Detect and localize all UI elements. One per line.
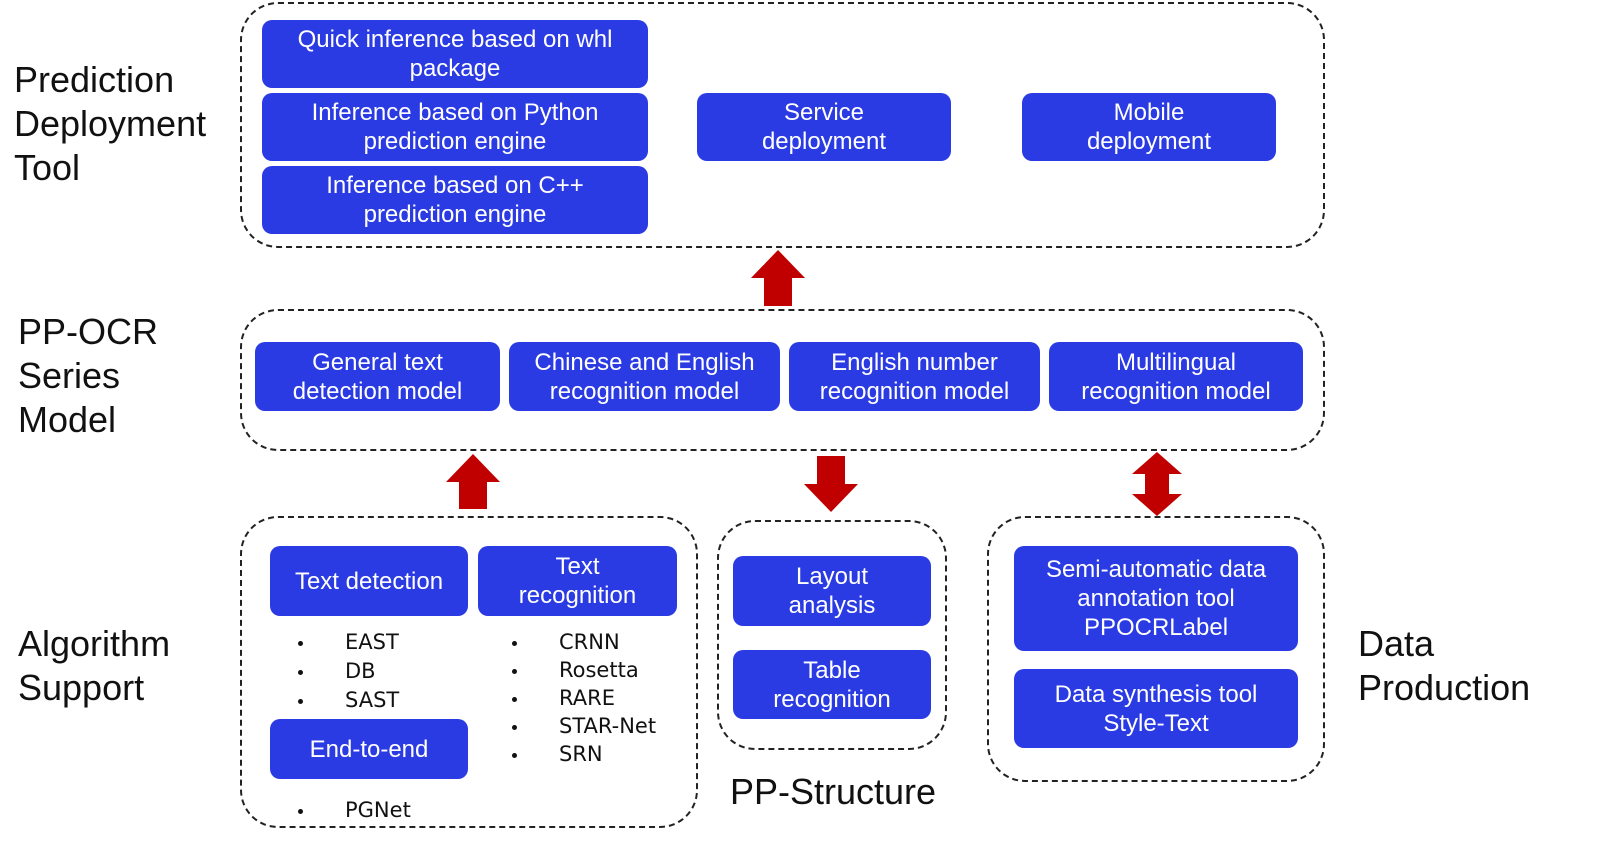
arrow-down-to-structure-icon: [804, 456, 858, 512]
box-text-recognition: Text recognition: [478, 546, 677, 616]
box-inference-cpp: Inference based on C++ prediction engine: [262, 166, 648, 234]
list-end-to-end-algorithms: PGNet: [255, 796, 411, 825]
box-english-number-recognition-model: English number recognition model: [789, 342, 1040, 411]
group-data-production: [987, 516, 1325, 782]
caption-pp-structure: PP-Structure: [730, 771, 937, 812]
list-recognition-algorithms: CRNN Rosetta RARE STAR-Net SRN: [469, 628, 656, 768]
label-data-production: Data Production: [1358, 623, 1531, 708]
list-detection-algorithms: EAST DB SAST: [255, 628, 399, 715]
label-ppocr-series-model: PP-OCR Series Model: [18, 311, 159, 440]
arrow-bidirectional-data-icon: [1132, 452, 1182, 516]
box-chinese-english-recognition-model: Chinese and English recognition model: [509, 342, 780, 411]
label-algorithm-support: Algorithm Support: [18, 623, 171, 708]
group-ppocr-series: [240, 309, 1325, 451]
group-prediction-deployment: [240, 2, 1325, 248]
group-algorithm-support: [240, 516, 698, 828]
list-item: RARE: [529, 684, 656, 712]
arrow-up-to-deployment-icon: [751, 250, 805, 306]
box-ppocrlabel: Semi-automatic data annotation tool PPOC…: [1014, 546, 1298, 651]
box-table-recognition: Table recognition: [733, 650, 931, 719]
group-pp-structure: [717, 520, 947, 750]
list-item: DB: [315, 657, 399, 686]
list-item: PGNet: [315, 796, 411, 825]
box-multilingual-recognition-model: Multilingual recognition model: [1049, 342, 1303, 411]
box-general-text-detection-model: General text detection model: [255, 342, 500, 411]
list-item: Rosetta: [529, 656, 656, 684]
list-item: STAR-Net: [529, 712, 656, 740]
list-item: SAST: [315, 686, 399, 715]
box-quick-inference-whl: Quick inference based on whl package: [262, 20, 648, 88]
arrow-up-to-ppocr-icon: [446, 454, 500, 509]
box-inference-python: Inference based on Python prediction eng…: [262, 93, 648, 161]
list-item: SRN: [529, 740, 656, 768]
list-item: CRNN: [529, 628, 656, 656]
box-mobile-deployment: Mobile deployment: [1022, 93, 1276, 161]
list-item: EAST: [315, 628, 399, 657]
box-service-deployment: Service deployment: [697, 93, 951, 161]
box-text-detection: Text detection: [270, 546, 468, 616]
box-end-to-end: End-to-end: [270, 719, 468, 779]
box-layout-analysis: Layout analysis: [733, 556, 931, 626]
box-style-text: Data synthesis tool Style-Text: [1014, 669, 1298, 748]
label-prediction-deployment-tool: Prediction Deployment Tool: [14, 59, 207, 188]
